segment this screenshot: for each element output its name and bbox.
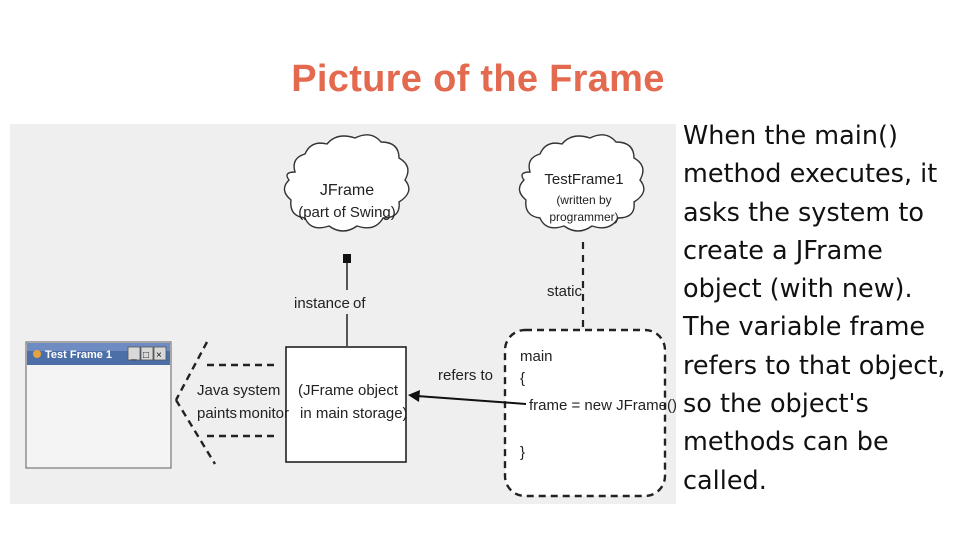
explanation-line: so the object's <box>683 385 955 423</box>
explanation-line: object (with new). <box>683 270 955 308</box>
jframe-object-line1: (JFrame object <box>298 382 399 399</box>
explanation-line: The variable frame <box>683 308 955 346</box>
label-paints: paints <box>197 405 237 422</box>
testframe-cloud-line2: (written by <box>556 193 611 207</box>
label-monitor: monitor <box>239 405 289 422</box>
refers-to-arrowhead <box>408 390 420 402</box>
explanation-line: methods can be <box>683 423 955 461</box>
explanation-text: When the main() method executes, it asks… <box>683 117 955 500</box>
diagram-svg: JFrame (part of Swing) TestFrame1 (writt… <box>10 124 676 504</box>
code-main: main <box>520 348 553 365</box>
jframe-object-line2: in main storage) <box>300 405 408 422</box>
explanation-line: When the main() <box>683 117 955 155</box>
svg-text:_: _ <box>130 350 137 361</box>
label-refers-to: refers to <box>438 367 493 384</box>
slide-title-text: Picture of the Frame <box>291 58 664 100</box>
test-frame-window: Test Frame 1 _ □ × <box>26 342 171 468</box>
label-static: static <box>547 283 583 300</box>
testframe-cloud-line3: programmer) <box>549 210 618 224</box>
instance-of-marker <box>343 254 351 263</box>
explanation-line: create a JFrame <box>683 232 955 270</box>
explanation-line: asks the system to <box>683 194 955 232</box>
explanation-line: called. <box>683 462 955 500</box>
svg-text:×: × <box>156 350 162 361</box>
svg-text:□: □ <box>143 350 149 361</box>
label-java-system: Java system <box>197 382 280 399</box>
jframe-cloud-line1: JFrame <box>320 182 374 199</box>
explanation-line: refers to that object, <box>683 347 955 385</box>
testframe-cloud-line1: TestFrame1 <box>544 171 623 188</box>
explanation-line: method executes, it <box>683 155 955 193</box>
testframe-cloud: TestFrame1 (written by programmer) <box>519 135 643 231</box>
code-close-brace: } <box>520 444 525 461</box>
label-of: of <box>353 295 366 312</box>
slide-title: Picture of the Frame <box>0 58 960 101</box>
label-instance: instance <box>294 295 350 312</box>
paints-monitor-wedge <box>176 342 274 464</box>
window-app-icon <box>33 350 41 358</box>
code-statement: frame = new JFrame() <box>529 397 676 414</box>
jframe-cloud-line2: (part of Swing) <box>298 204 396 221</box>
frame-diagram: JFrame (part of Swing) TestFrame1 (writt… <box>10 124 676 504</box>
jframe-cloud: JFrame (part of Swing) <box>284 135 408 231</box>
window-title: Test Frame 1 <box>45 349 112 361</box>
code-open-brace: { <box>520 370 525 387</box>
